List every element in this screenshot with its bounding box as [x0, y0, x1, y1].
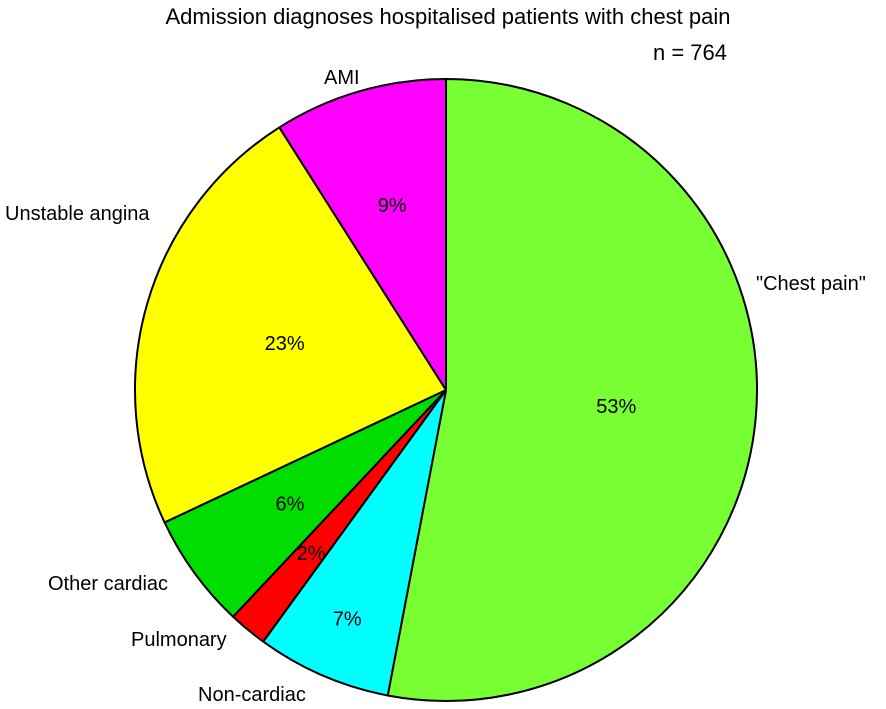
pie-slice-ami	[278, 78, 447, 391]
chart-title: Admission diagnoses hospitalised patient…	[166, 4, 731, 29]
percent-labels: 53% 7% 2% 6% 23% 9%	[265, 195, 637, 630]
category-label-non-cardiac: Non-cardiac	[198, 684, 306, 706]
percent-label-other-cardiac: 6%	[276, 493, 305, 515]
percent-label-non-cardiac: 7%	[333, 608, 362, 630]
percent-label-chest-pain: 53%	[596, 396, 636, 418]
pie-slice-chest-pain	[386, 78, 758, 702]
sample-size-label: n = 764	[653, 40, 727, 65]
pie-slices	[134, 78, 758, 702]
category-labels: "Chest pain" Non-cardiac Pulmonary Other ca…	[5, 67, 866, 706]
category-label-chest-pain: "Chest pain"	[756, 273, 866, 295]
category-label-pulmonary: Pulmonary	[131, 629, 227, 651]
percent-label-unstable-angina: 23%	[265, 333, 305, 355]
category-label-unstable-angina: Unstable angina	[5, 203, 150, 225]
pie-slice-non-cardiac	[262, 389, 447, 697]
pie-slice-unstable-angina	[134, 126, 447, 524]
category-label-ami: AMI	[324, 67, 360, 89]
percent-label-ami: 9%	[378, 195, 407, 217]
percent-label-pulmonary: 2%	[297, 543, 326, 565]
category-label-other-cardiac: Other cardiac	[48, 573, 168, 595]
